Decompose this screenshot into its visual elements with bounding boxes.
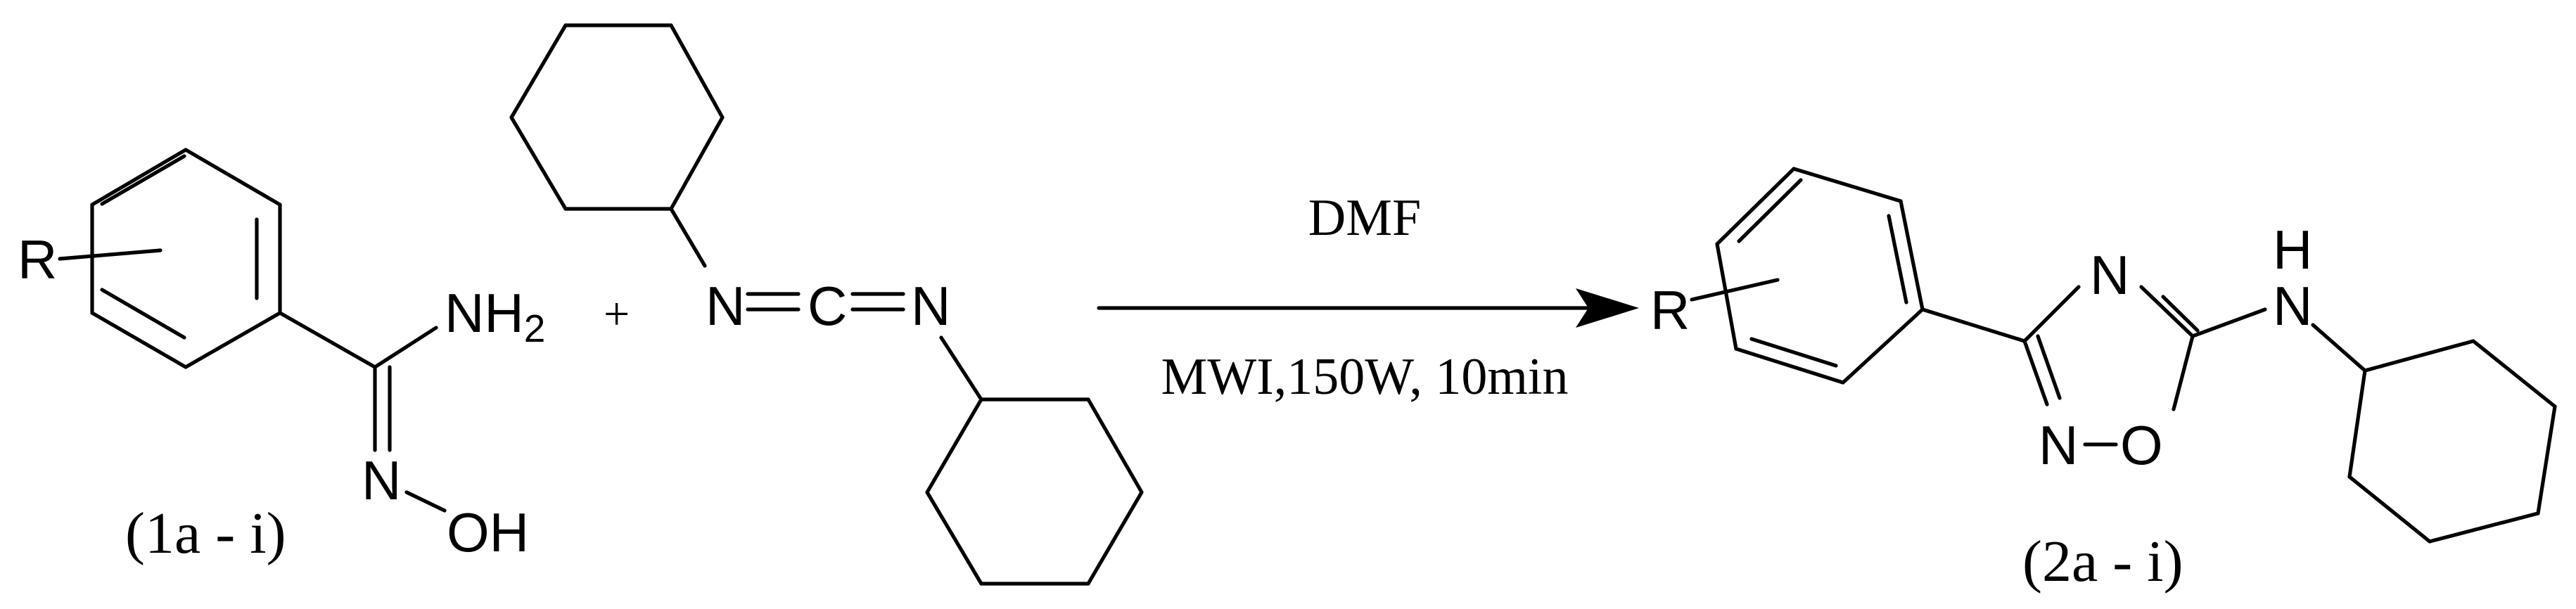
solvent-label: DMF <box>1308 189 1421 247</box>
benzene-ring-1 <box>90 148 282 369</box>
conditions-label: MWI,150W, 10min <box>1161 348 1569 406</box>
cyclohexyl-ring-bottom <box>925 397 1144 586</box>
carbodiimide-n1: N <box>706 275 745 337</box>
amine-n: N <box>2273 275 2312 337</box>
reaction-arrow <box>1097 288 1639 328</box>
reactant-amidoxime: R NH2 N OH (1a - i) <box>18 148 545 566</box>
hydroxyl-group: OH <box>447 501 529 563</box>
n-o-bond <box>404 490 447 513</box>
compound-label-2: (2a - i) <box>2022 529 2183 594</box>
cyclohexyl-ring-product <box>2347 339 2557 544</box>
amine-group: NH2 <box>445 282 545 350</box>
compound-label-1: (1a - i) <box>125 501 286 566</box>
plus-sign: + <box>604 288 630 340</box>
substituent-bond-2 <box>1690 278 1780 302</box>
substituent-r-1: R <box>18 229 57 290</box>
oxime-nitrogen: N <box>362 449 401 511</box>
cyclohexyl-ring-top <box>509 23 725 211</box>
carbodiimide-n2: N <box>911 275 950 337</box>
oxadiazole-o: O <box>2120 414 2163 476</box>
c-nh2-bond <box>373 326 438 369</box>
reactant-carbodiimide: N C N <box>509 23 1144 586</box>
substituent-r-2: R <box>1650 279 1690 341</box>
benzene-ring-2 <box>1715 167 1925 385</box>
product-oxadiazole: R N N O H N <box>1650 167 2557 594</box>
oxadiazole-n-bottom: N <box>2039 414 2078 476</box>
oxadiazole-n-top: N <box>2090 244 2129 306</box>
substituent-bond-1 <box>58 248 162 261</box>
amine-h: H <box>2273 219 2312 281</box>
carbodiimide-c: C <box>808 275 847 337</box>
oxadiazole-ring <box>2022 285 2200 447</box>
